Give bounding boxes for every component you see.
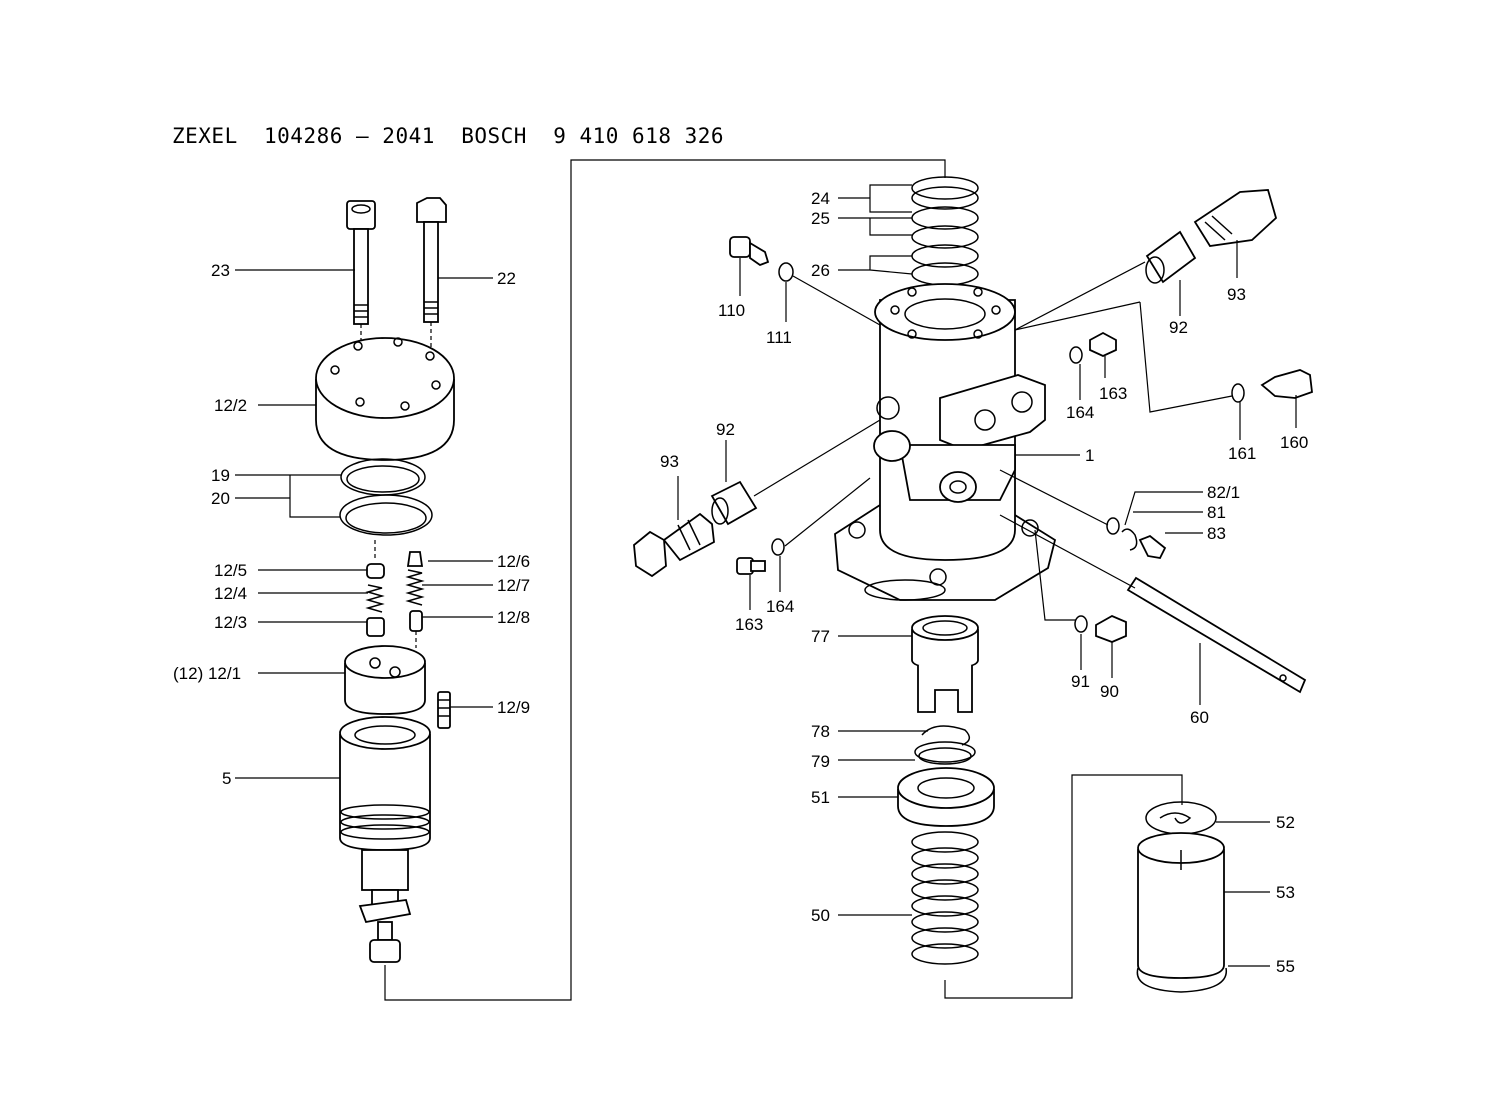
callout-93-top: 93 xyxy=(1227,285,1246,304)
screw-83[interactable] xyxy=(1138,534,1167,559)
leader-lines xyxy=(235,184,1297,967)
callout-83: 83 xyxy=(1207,524,1226,543)
screw-12-9[interactable] xyxy=(437,691,451,729)
callout-160: 160 xyxy=(1280,433,1308,452)
diagram-header: ZEXEL 104286 – 2041 BOSCH 9 410 618 326 xyxy=(172,124,724,148)
callout-26: 26 xyxy=(811,261,830,280)
screw-90[interactable] xyxy=(1095,614,1127,643)
callout-12-7: 12/7 xyxy=(497,576,530,595)
pin-12-8[interactable] xyxy=(409,610,423,648)
spring-12-7[interactable] xyxy=(405,569,425,606)
callout-23: 23 xyxy=(211,261,230,280)
valve-12-6[interactable] xyxy=(406,551,424,567)
callout-163-left: 163 xyxy=(735,615,763,634)
callout-163-top: 163 xyxy=(1099,384,1127,403)
callout-52: 52 xyxy=(1276,813,1295,832)
shim-ring-26[interactable] xyxy=(911,244,979,286)
callout-1: 1 xyxy=(1085,446,1094,465)
callout-60: 60 xyxy=(1190,708,1209,727)
washer-164-left[interactable] xyxy=(771,538,785,556)
maker-label-zexel: ZEXEL xyxy=(172,124,238,148)
callout-79: 79 xyxy=(811,752,830,771)
callout-81: 81 xyxy=(1207,503,1226,522)
callout-51: 51 xyxy=(811,788,830,807)
snap-ring-79[interactable] xyxy=(914,741,976,765)
callout-91: 91 xyxy=(1071,672,1090,691)
bosch-part-number: 9 410 618 326 xyxy=(553,124,725,148)
pump-housing-1[interactable] xyxy=(834,283,1057,601)
plunger-spring-50[interactable] xyxy=(911,831,979,965)
washer-161[interactable] xyxy=(1231,383,1245,403)
circlip-78[interactable] xyxy=(921,725,971,746)
tappet-53[interactable] xyxy=(1137,832,1225,979)
bolt-22[interactable] xyxy=(416,197,447,350)
callout-labels: 23 22 12/2 19 20 12/5 12/4 12/3 (12) 12/… xyxy=(173,189,1308,976)
screw-163-left[interactable] xyxy=(736,557,766,575)
callout-24: 24 xyxy=(811,189,830,208)
sleeve-92-top[interactable] xyxy=(1145,230,1197,284)
valve-12-5[interactable] xyxy=(366,563,385,579)
control-rack-60[interactable] xyxy=(1126,576,1307,694)
washer-91[interactable] xyxy=(1074,615,1088,633)
washer-81[interactable] xyxy=(1121,528,1138,551)
callout-164-left: 164 xyxy=(766,597,794,616)
callout-12-6: 12/6 xyxy=(497,552,530,571)
banjo-bolt-93-left[interactable] xyxy=(633,512,715,578)
callout-53: 53 xyxy=(1276,883,1295,902)
o-ring-19[interactable] xyxy=(340,458,426,496)
valve-holder-12-1[interactable] xyxy=(344,645,426,715)
callout-12-2: 12/2 xyxy=(214,396,247,415)
callout-82-1: 82/1 xyxy=(1207,483,1240,502)
washer-82-1[interactable] xyxy=(1106,517,1120,535)
callout-78: 78 xyxy=(811,722,830,741)
circlip-55[interactable] xyxy=(1136,967,1227,993)
callout-25: 25 xyxy=(811,209,830,228)
callout-93-left: 93 xyxy=(660,452,679,471)
screw-110[interactable] xyxy=(729,236,770,267)
banjo-bolt-93-top[interactable] xyxy=(1193,189,1278,247)
zexel-part-number: 104286 – 2041 xyxy=(264,124,435,148)
o-ring-20[interactable] xyxy=(339,494,433,536)
maker-label-bosch: BOSCH xyxy=(461,124,527,148)
callout-12-9: 12/9 xyxy=(497,698,530,717)
callout-92-left: 92 xyxy=(716,420,735,439)
callout-77: 77 xyxy=(811,627,830,646)
control-sleeve-77[interactable] xyxy=(911,615,979,713)
callout-12-8: 12/8 xyxy=(497,608,530,627)
callout-164-top: 164 xyxy=(1066,403,1094,422)
callout-12-5: 12/5 xyxy=(214,561,247,580)
sleeve-92-left[interactable] xyxy=(710,480,758,526)
callout-92-top: 92 xyxy=(1169,318,1188,337)
washer-111[interactable] xyxy=(778,262,794,282)
spring-12-4[interactable] xyxy=(365,584,385,613)
cover-12-2[interactable] xyxy=(315,337,455,461)
seat-12-3[interactable] xyxy=(366,617,385,637)
plunger-barrel-5[interactable] xyxy=(339,716,431,963)
screw-163-top[interactable] xyxy=(1089,331,1117,357)
callout-20: 20 xyxy=(211,489,230,508)
callout-161: 161 xyxy=(1228,444,1256,463)
screw-160[interactable] xyxy=(1260,369,1313,399)
shim-ring-25[interactable] xyxy=(911,206,979,249)
washer-164-top[interactable] xyxy=(1069,346,1083,364)
spring-seat-52[interactable] xyxy=(1145,801,1217,835)
bolt-23[interactable] xyxy=(346,200,376,346)
callout-55: 55 xyxy=(1276,957,1295,976)
callout-5: 5 xyxy=(222,769,231,788)
callout-19: 19 xyxy=(211,466,230,485)
callout-90: 90 xyxy=(1100,682,1119,701)
callout-50: 50 xyxy=(811,906,830,925)
callout-111: 111 xyxy=(766,328,792,347)
spring-seat-51[interactable] xyxy=(897,767,995,827)
shim-ring-24[interactable] xyxy=(911,176,979,210)
callout-22: 22 xyxy=(497,269,516,288)
callout-110: 110 xyxy=(718,301,745,320)
callout-12-1: (12) 12/1 xyxy=(173,664,241,683)
callout-12-4: 12/4 xyxy=(214,584,247,603)
callout-12-3: 12/3 xyxy=(214,613,247,632)
